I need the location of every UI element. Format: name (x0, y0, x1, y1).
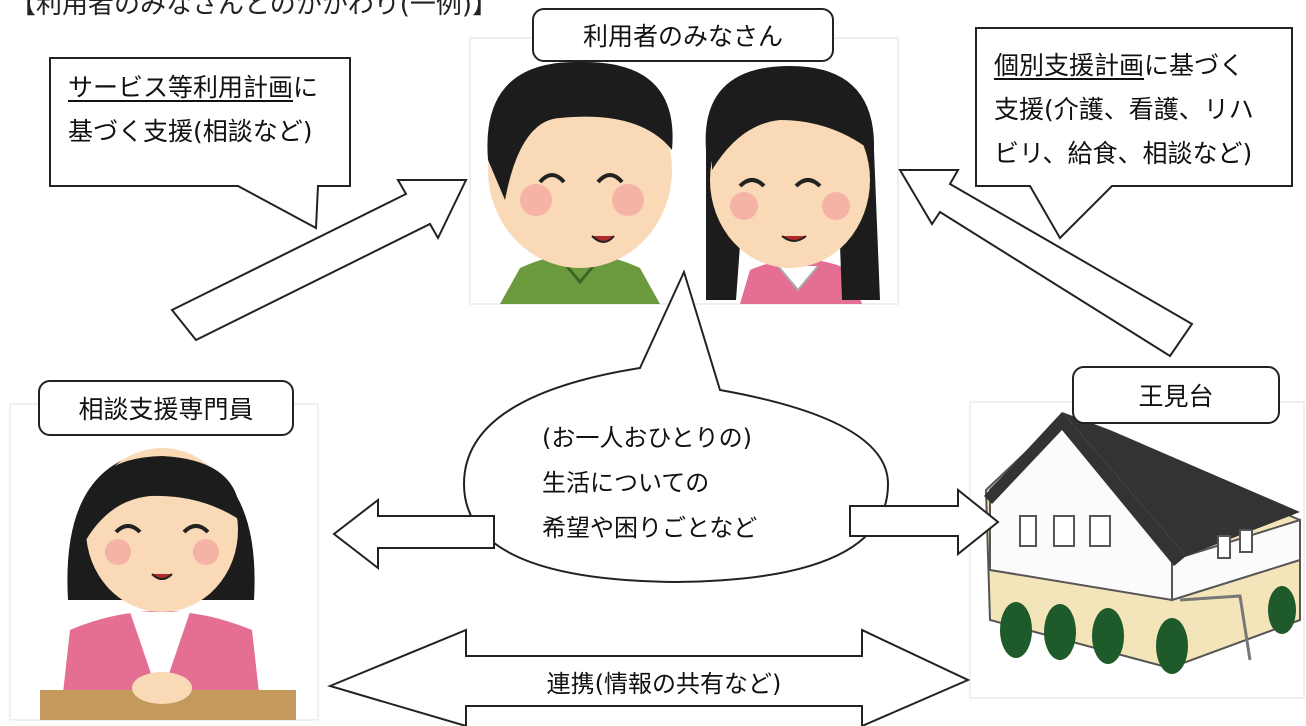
facility-label-box: 王見台 (1072, 366, 1280, 424)
specialist-label: 相談支援専門員 (78, 395, 254, 424)
center-bubble-text: (お一人おひとりの) 生活についての 希望や困りごとなど (542, 416, 757, 551)
facility-label: 王見台 (1138, 382, 1214, 411)
arrow-to-facility (849, 487, 1000, 557)
left-bubble-line2: 基づく支援(相談など) (68, 117, 313, 146)
specialist-illustration (9, 403, 319, 721)
users-label: 利用者のみなさん (582, 22, 783, 51)
users-label-box: 利用者のみなさん (532, 8, 834, 62)
double-arrow-link (326, 628, 971, 726)
arrow-specialist-to-users (170, 179, 468, 342)
left-bubble-rest: に (293, 73, 319, 102)
arrow-to-specialist (332, 497, 495, 571)
right-bubble-underlined: 個別支援計画 (994, 51, 1145, 80)
facility-illustration (969, 401, 1305, 699)
center-bubble-shape (462, 269, 890, 584)
center-bubble-line3: 希望や困りごとなど (542, 514, 758, 542)
right-bubble-rest: に基づく (1144, 51, 1245, 80)
right-bubble-line2: 支援(介護、看護、リハ (994, 95, 1254, 124)
link-label: 連携(情報の共有など) (546, 670, 782, 698)
specialist-label-box: 相談支援専門員 (38, 380, 294, 436)
left-bubble-shape (49, 57, 351, 230)
page-heading: 【利用者のみなさんとのかかわり(一例)】 (10, 0, 499, 20)
right-bubble-text: 個別支援計画に基づく 支援(介護、看護、リハ ビリ、給食、相談など) (994, 44, 1254, 176)
users-illustration (469, 37, 899, 305)
right-bubble-line3: ビリ、給食、相談など) (994, 139, 1253, 168)
arrow-facility-to-users (898, 169, 1194, 358)
left-bubble-text: サービス等利用計画に 基づく支援(相談など) (68, 66, 318, 154)
left-bubble-underlined: サービス等利用計画 (68, 73, 294, 102)
center-bubble-line2: 生活についての (542, 469, 710, 497)
right-bubble-shape (975, 27, 1293, 240)
center-bubble-line1: (お一人おひとりの) (542, 424, 753, 452)
